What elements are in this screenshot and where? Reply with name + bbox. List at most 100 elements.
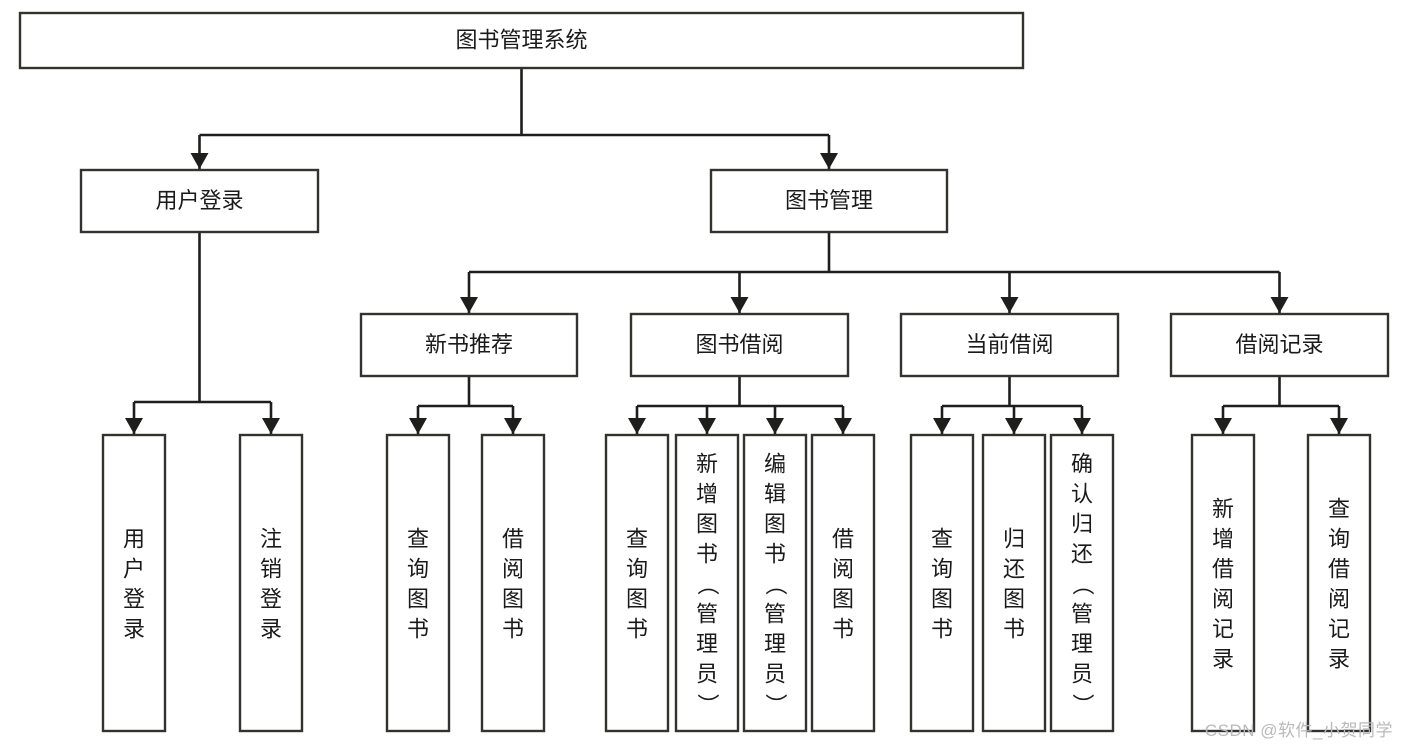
level3-1-to-leaves-arrow-3 (834, 418, 852, 434)
svg-text:录: 录 (260, 616, 282, 641)
svg-text:认: 认 (1071, 481, 1093, 506)
node-level3-label-3: 借阅记录 (1235, 332, 1323, 357)
svg-text:书: 书 (832, 616, 854, 641)
svg-text:记: 记 (1212, 616, 1234, 641)
svg-text:理: 理 (764, 631, 786, 656)
svg-text:图: 图 (696, 511, 718, 536)
svg-text:管: 管 (1071, 601, 1093, 626)
svg-text:借: 借 (1328, 556, 1350, 581)
svg-text:员: 员 (1071, 661, 1093, 686)
svg-text:查: 查 (931, 526, 953, 551)
level3-3-to-leaves-arrow-0 (1214, 418, 1232, 434)
svg-text:理: 理 (696, 631, 718, 656)
node-label-layer: 图书管理系统用户登录图书管理新书推荐图书借阅当前借阅借阅记录用户登录注销登录查询… (123, 27, 1350, 715)
node-level2-1[interactable] (709, 168, 949, 234)
svg-text:（: （ (695, 573, 720, 595)
node-leaf-label-0: 用户登录 (123, 526, 145, 641)
svg-text:新: 新 (696, 451, 718, 476)
svg-text:阅: 阅 (832, 556, 854, 581)
svg-text:（: （ (763, 573, 788, 595)
node-leaf-9[interactable] (981, 433, 1047, 733)
node-leaf-0[interactable] (101, 433, 167, 733)
node-leaf-2[interactable] (385, 433, 451, 733)
node-box-layer (18, 11, 1390, 733)
svg-text:借: 借 (832, 526, 854, 551)
svg-text:登: 登 (123, 586, 145, 611)
watermark-text: CSDN @软件_小贺同学 (1204, 721, 1393, 740)
node-leaf-8[interactable] (909, 433, 975, 733)
node-level3-label-0: 新书推荐 (425, 332, 513, 357)
level3-2-to-leaves-arrow-1 (1005, 418, 1023, 434)
svg-text:录: 录 (1212, 646, 1234, 671)
svg-text:书: 书 (931, 616, 953, 641)
bookmgmt-to-level3-arrow-3 (1270, 297, 1289, 313)
svg-text:查: 查 (1328, 496, 1350, 521)
node-level2-label-1: 图书管理 (785, 188, 873, 213)
svg-text:阅: 阅 (1328, 586, 1350, 611)
svg-text:图: 图 (764, 511, 786, 536)
level3-0-to-leaves-arrow-0 (409, 418, 427, 434)
svg-text:书: 书 (696, 541, 718, 566)
svg-text:确: 确 (1071, 451, 1093, 476)
svg-text:图: 图 (407, 586, 429, 611)
svg-text:增: 增 (696, 481, 718, 506)
node-leaf-10[interactable] (1049, 433, 1115, 733)
svg-text:书: 书 (1003, 616, 1025, 641)
level3-1-to-leaves-arrow-0 (628, 418, 646, 434)
svg-text:户: 户 (123, 556, 145, 581)
node-level3-0[interactable] (359, 312, 579, 378)
userlogin-to-leaves-arrow-1 (262, 418, 280, 434)
level3-2-to-leaves-arrow-2 (1073, 418, 1091, 434)
node-leaf-11[interactable] (1190, 433, 1256, 733)
level3-1-to-leaves-arrow-1 (698, 418, 716, 434)
node-level2-0[interactable] (79, 168, 320, 234)
svg-text:借: 借 (502, 526, 524, 551)
level3-1-to-leaves-arrow-2 (766, 418, 784, 434)
svg-text:还: 还 (1003, 556, 1025, 581)
node-leaf-4[interactable] (604, 433, 670, 733)
svg-text:销: 销 (260, 556, 282, 581)
svg-text:理: 理 (1071, 631, 1093, 656)
node-level3-2[interactable] (899, 312, 1120, 378)
svg-text:阅: 阅 (1212, 586, 1234, 611)
node-level3-1[interactable] (629, 312, 850, 378)
node-root-label: 图书管理系统 (455, 27, 587, 52)
svg-text:用: 用 (123, 526, 145, 551)
node-level3-label-1: 图书借阅 (695, 332, 783, 357)
node-leaf-5[interactable] (674, 433, 740, 733)
svg-text:图: 图 (626, 586, 648, 611)
svg-text:询: 询 (407, 556, 429, 581)
node-level3-3[interactable] (1169, 312, 1390, 378)
svg-text:编: 编 (764, 451, 786, 476)
svg-text:图: 图 (1003, 586, 1025, 611)
root-to-level2-arrow-0 (190, 153, 209, 169)
svg-text:增: 增 (1212, 526, 1234, 551)
svg-text:新: 新 (1212, 496, 1234, 521)
svg-text:员: 员 (764, 661, 786, 686)
svg-text:查: 查 (407, 526, 429, 551)
svg-text:注: 注 (260, 526, 282, 551)
svg-text:借: 借 (1212, 556, 1234, 581)
node-leaf-6[interactable] (742, 433, 808, 733)
node-leaf-12[interactable] (1306, 433, 1372, 733)
svg-text:书: 书 (626, 616, 648, 641)
node-leaf-1[interactable] (238, 433, 304, 733)
node-leaf-3[interactable] (480, 433, 546, 733)
root-to-level2-arrow-1 (820, 153, 838, 169)
svg-text:图: 图 (832, 586, 854, 611)
node-leaf-7[interactable] (810, 433, 876, 733)
node-root-book-management-system[interactable] (18, 11, 1025, 70)
svg-text:录: 录 (1328, 646, 1350, 671)
level3-3-to-leaves-arrow-1 (1330, 418, 1348, 434)
svg-text:书: 书 (502, 616, 524, 641)
svg-text:管: 管 (764, 601, 786, 626)
